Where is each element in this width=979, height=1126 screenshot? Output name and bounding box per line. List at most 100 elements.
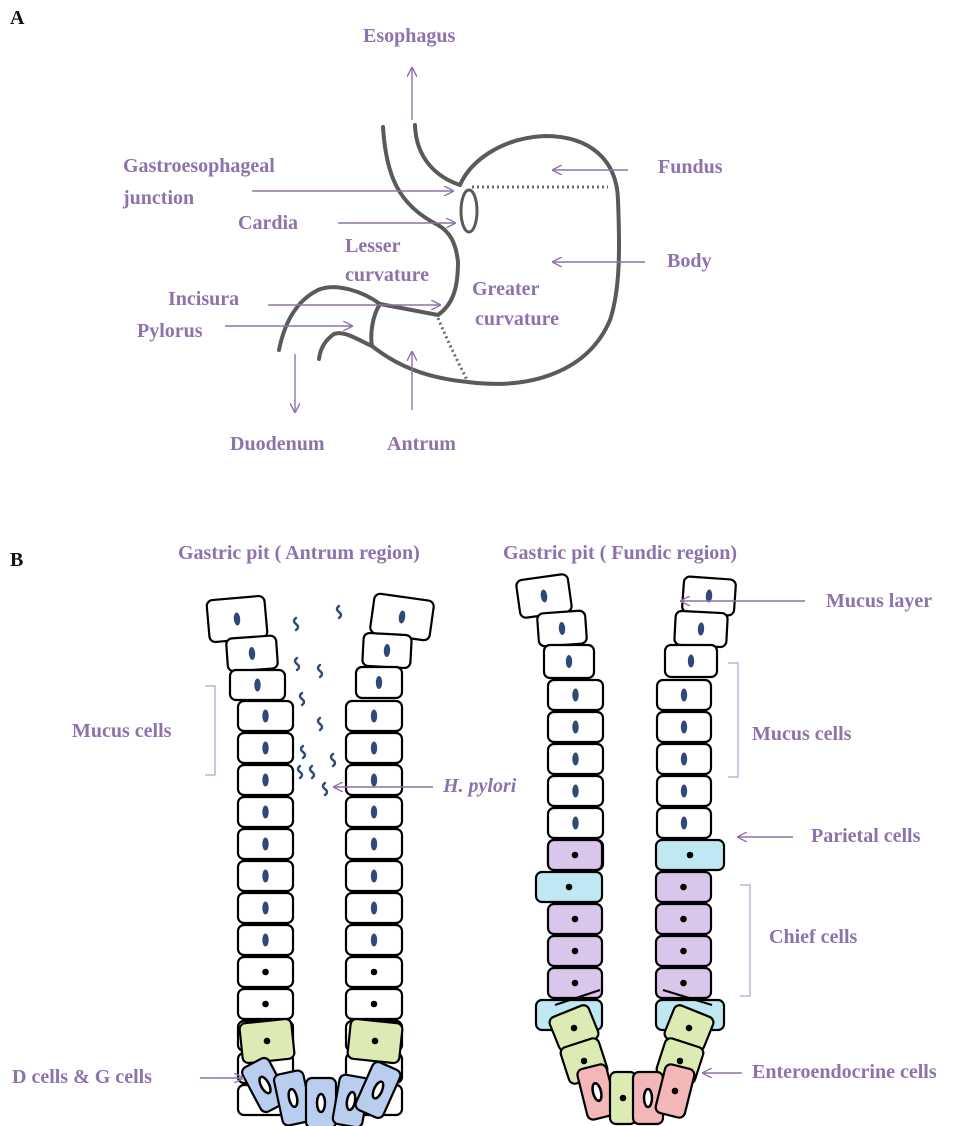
h-pylori-bacterium (298, 766, 302, 778)
label-ge-junction-2: junction (122, 187, 194, 209)
g-cell (306, 1078, 336, 1126)
label-duodenum: Duodenum (230, 433, 325, 455)
h-pylori-bacterium (301, 746, 305, 758)
label-fundus: Fundus (658, 156, 723, 178)
nucleus (681, 689, 687, 702)
d-cell (347, 1018, 403, 1063)
mucus-cell (548, 776, 603, 806)
nucleus (262, 838, 268, 851)
mucus-cell (238, 701, 293, 731)
nucleus (371, 1001, 378, 1008)
mucus-cell (657, 808, 711, 838)
mucus-cell (346, 733, 402, 763)
mucus-cell (238, 733, 293, 763)
h-pylori-bacterium (295, 658, 299, 670)
nucleus (371, 806, 377, 819)
nucleus (572, 721, 578, 734)
mucus-cell (548, 712, 603, 742)
nucleus (688, 655, 694, 668)
mucus-cell (346, 957, 402, 987)
nucleus (371, 934, 377, 947)
nucleus (262, 870, 268, 883)
nucleus (680, 948, 687, 955)
panel-a-label: A (10, 7, 25, 29)
mucus-cell (682, 576, 736, 616)
h-pylori-bacterium (310, 766, 314, 778)
label-pylorus: Pylorus (137, 320, 203, 342)
nucleus (371, 838, 377, 851)
nucleus (262, 934, 268, 947)
nucleus (687, 852, 694, 859)
mucus-cell (537, 610, 587, 646)
mucus-cell (238, 957, 293, 987)
nucleus (572, 980, 579, 987)
h-pylori-bacterium (323, 783, 327, 795)
nucleus (572, 948, 579, 955)
chief-cell (548, 968, 602, 998)
label-incisura: Incisura (168, 288, 239, 310)
nucleus (262, 806, 268, 819)
nucleus (371, 710, 377, 723)
label-greater-curvature-2: curvature (475, 308, 559, 330)
label-ge-junction-1: Gastroesophageal (123, 155, 275, 177)
nucleus (644, 1089, 652, 1107)
nucleus (317, 1094, 325, 1112)
chief-cell (548, 936, 602, 966)
panel-b-label: B (10, 549, 23, 571)
mucus-cell (548, 680, 603, 710)
nucleus (681, 785, 687, 798)
mucus-cell (657, 680, 711, 710)
nucleus (254, 679, 260, 692)
mucus-cell (346, 829, 402, 859)
nucleus (262, 902, 268, 915)
nucleus (572, 817, 578, 830)
mucus-cell (346, 925, 402, 955)
mucus-cell (346, 701, 402, 731)
nucleus (620, 1095, 627, 1102)
mucus-cell (346, 765, 402, 795)
label-body: Body (667, 250, 711, 272)
parietal-cell (536, 872, 602, 902)
nucleus (371, 902, 377, 915)
h-pylori-bacterium (331, 754, 335, 766)
label-antrum: Antrum (387, 433, 456, 455)
label-esophagus: Esophagus (363, 25, 455, 47)
chief-cell (656, 968, 711, 998)
chief-cell (548, 840, 602, 870)
antrum-boundary-dots (438, 318, 468, 382)
mucus-cell (238, 861, 293, 891)
bracket-mucus-cells-left (205, 686, 215, 775)
mucus-cell (346, 797, 402, 827)
stomach-outline (279, 125, 619, 384)
nucleus (376, 676, 382, 689)
label-parietal-cells: Parietal cells (811, 825, 921, 847)
label-h-pylori: H. pylori (442, 775, 517, 797)
chief-cell (656, 904, 711, 934)
bracket-mucus-cells-right (728, 663, 738, 777)
mucus-cell (674, 611, 728, 648)
nucleus (572, 785, 578, 798)
chief-cell (548, 904, 602, 934)
nucleus (680, 884, 687, 891)
label-d-g-cells: D cells & G cells (12, 1066, 152, 1088)
label-mucus-cells-left: Mucus cells (72, 720, 172, 742)
nucleus (262, 774, 268, 787)
title-antrum-pit: Gastric pit ( Antrum region) (178, 542, 420, 564)
nucleus (680, 916, 687, 923)
mucus-cell (657, 776, 711, 806)
mucus-cell (346, 861, 402, 891)
label-greater-curvature-1: Greater (472, 278, 539, 300)
mucus-cell (362, 633, 412, 668)
title-fundic-pit: Gastric pit ( Fundic region) (503, 542, 737, 564)
nucleus (262, 710, 268, 723)
nucleus (572, 753, 578, 766)
h-pylori-bacterium (300, 693, 304, 705)
h-pylori-bacterium (318, 665, 322, 677)
label-lesser-curvature-1: Lesser (345, 235, 401, 257)
h-pylori-bacteria (294, 606, 341, 795)
d-cell (239, 1018, 295, 1063)
nucleus (262, 1001, 269, 1008)
mucus-cell (238, 925, 293, 955)
nucleus (262, 742, 268, 755)
